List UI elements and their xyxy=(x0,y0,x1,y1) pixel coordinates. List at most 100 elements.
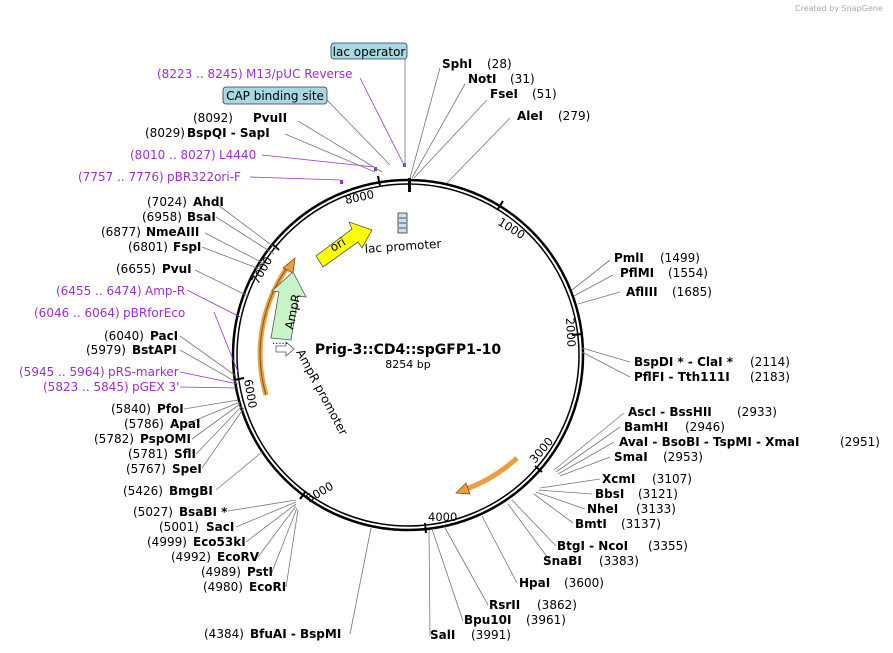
enzyme-name: SnaBI xyxy=(543,554,582,568)
enzyme-name: PspOMI xyxy=(140,432,191,446)
enzyme-name: BbsI xyxy=(595,487,624,501)
enzyme-name: SpeI xyxy=(172,462,202,476)
enzyme-pos: (3862) xyxy=(537,598,577,612)
enzyme-name: FspI xyxy=(173,240,201,254)
enzyme-name: BsaI xyxy=(187,210,216,224)
primer-ampr-range: (6455 .. 6474) xyxy=(56,284,142,298)
enzyme-name: PflFI - Tth111I xyxy=(634,370,730,384)
tick-label-6000: 6000 xyxy=(241,378,260,409)
enzyme-name: BmtI xyxy=(575,517,607,531)
enzyme-name: EcoRV xyxy=(217,550,260,564)
enzyme-pos: (5426) xyxy=(123,484,163,498)
ampr-ellipsis: ..... xyxy=(272,336,288,347)
enzyme-pos: (28) xyxy=(487,57,512,71)
enzyme-pos: (3137) xyxy=(621,517,661,531)
orange-arrowhead-right xyxy=(455,482,471,495)
enzyme-pos: (3600) xyxy=(564,576,604,590)
enzyme-name: AvaI - BsoBI - TspMI - XmaI xyxy=(619,435,799,449)
enzyme-pos: (5840) xyxy=(111,402,151,416)
enzyme-pos: (3991) xyxy=(471,628,511,642)
enzyme-pos: (1499) xyxy=(660,251,700,265)
primer-mark-m13 xyxy=(403,163,406,167)
enzyme-pos: (1554) xyxy=(668,266,708,280)
lac-promoter-label: lac promoter xyxy=(364,237,442,256)
tick-label-2000: 2000 xyxy=(563,317,579,347)
enzyme-pos: (2953) xyxy=(663,450,703,464)
orange-arrowhead-left xyxy=(282,257,296,274)
primer-mark-pbr322 xyxy=(340,180,343,184)
primer-pbrforeco-name: pBRforEco xyxy=(123,306,185,320)
snapgene-watermark: Created by SnapGene xyxy=(795,4,883,13)
primer-prsmarker-range: (5945 .. 5964) xyxy=(19,365,105,379)
primer-ampr-name: Amp-R xyxy=(145,284,185,298)
enzyme-pos: (6877) xyxy=(101,225,141,239)
enzyme-labels-right: SphI (28) NotI (31) FseI (51) AleI (279)… xyxy=(430,57,880,642)
enzyme-name: NmeAIII xyxy=(146,225,199,239)
enzyme-pos: (6655) xyxy=(116,262,156,276)
enzyme-pos: (4384) xyxy=(204,627,244,641)
primer-prsmarker-name: pRS-marker xyxy=(108,365,179,379)
ori-label: ori xyxy=(328,235,349,255)
enzyme-name: EcoRI xyxy=(249,580,286,594)
enzyme-pos: (4999) xyxy=(147,535,187,549)
primer-m13-name: M13/pUC Reverse xyxy=(246,67,353,81)
enzyme-name: BtgI - NcoI xyxy=(557,539,628,553)
tick-label-8000: 8000 xyxy=(344,187,376,207)
orange-feature-arc-left-core xyxy=(259,264,290,396)
primer-pgex-name: pGEX 3' xyxy=(132,380,179,394)
enzyme-name: PvuI xyxy=(162,262,192,276)
enzyme-pos: (1685) xyxy=(672,285,712,299)
site-mark-top xyxy=(408,178,411,192)
enzyme-pos: (8092) xyxy=(193,111,233,125)
enzyme-pos: (3383) xyxy=(599,554,639,568)
enzyme-name: BspQI - SapI xyxy=(187,126,270,140)
enzyme-name: BmgBI xyxy=(169,484,213,498)
enzyme-pos: (2951) xyxy=(840,435,880,449)
lac-operator-text: lac operator xyxy=(333,45,406,59)
enzyme-pos: (2946) xyxy=(685,420,725,434)
tick-label-4000: 4000 xyxy=(428,510,457,524)
enzyme-pos: (3961) xyxy=(526,613,566,627)
enzyme-pos: (6801) xyxy=(128,240,168,254)
ori-arrow xyxy=(315,221,373,268)
tick-marks xyxy=(233,175,583,534)
enzyme-pos: (6958) xyxy=(142,210,182,224)
enzyme-name: SflI xyxy=(174,447,196,461)
enzyme-pos: (5001) xyxy=(159,520,199,534)
enzyme-pos: (31) xyxy=(510,72,535,86)
enzyme-name: AscI - BssHII xyxy=(628,405,712,419)
enzyme-pos: (51) xyxy=(532,87,557,101)
enzyme-name: AhdI xyxy=(193,195,224,209)
enzyme-pos: (2933) xyxy=(737,405,777,419)
enzyme-pos: (2183) xyxy=(750,370,790,384)
enzyme-name: AflIII xyxy=(626,285,658,299)
ampr-promoter-arrow xyxy=(275,341,295,357)
enzyme-name: XcmI xyxy=(602,472,635,486)
primer-l4440-name: L4440 xyxy=(219,148,256,162)
cap-binding-site-badge xyxy=(222,86,328,105)
enzyme-name: AleI xyxy=(517,109,543,123)
cap-binding-site-text: CAP binding site xyxy=(226,89,324,103)
plasmid-name: Prig-3::CD4::spGFP1-10 xyxy=(315,342,502,358)
enzyme-pos: (5767) xyxy=(126,462,166,476)
enzyme-name: FseI xyxy=(490,87,518,101)
ampr-arrow xyxy=(270,271,307,341)
enzyme-pos: (3107) xyxy=(652,472,692,486)
enzyme-pos: (5979) xyxy=(86,343,126,357)
enzyme-name: PvuII xyxy=(253,111,287,125)
enzyme-name: PstI xyxy=(247,565,273,579)
enzyme-pos: (2114) xyxy=(750,355,790,369)
primer-pbr322-name: pBR322ori-F xyxy=(167,170,241,184)
enzyme-labels-left: (8092) PvuII (8029) BspQI - SapI (7024) … xyxy=(86,111,341,641)
enzyme-pos: (279) xyxy=(558,109,590,123)
primer-l4440-range: (8010 .. 8027) xyxy=(130,148,216,162)
primer-pgex-range: (5823 .. 5845) xyxy=(43,380,129,394)
enzyme-name: Eco53kI xyxy=(193,535,246,549)
primer-labels: (8223 .. 8245) M13/pUC Reverse (8010 .. … xyxy=(19,67,353,394)
primer-mark-l4440 xyxy=(374,167,377,171)
enzyme-name: SphI xyxy=(442,57,472,71)
enzyme-pos: (7024) xyxy=(147,195,187,209)
enzyme-pos: (5781) xyxy=(128,447,168,461)
enzyme-name: BstAPI xyxy=(132,343,177,357)
